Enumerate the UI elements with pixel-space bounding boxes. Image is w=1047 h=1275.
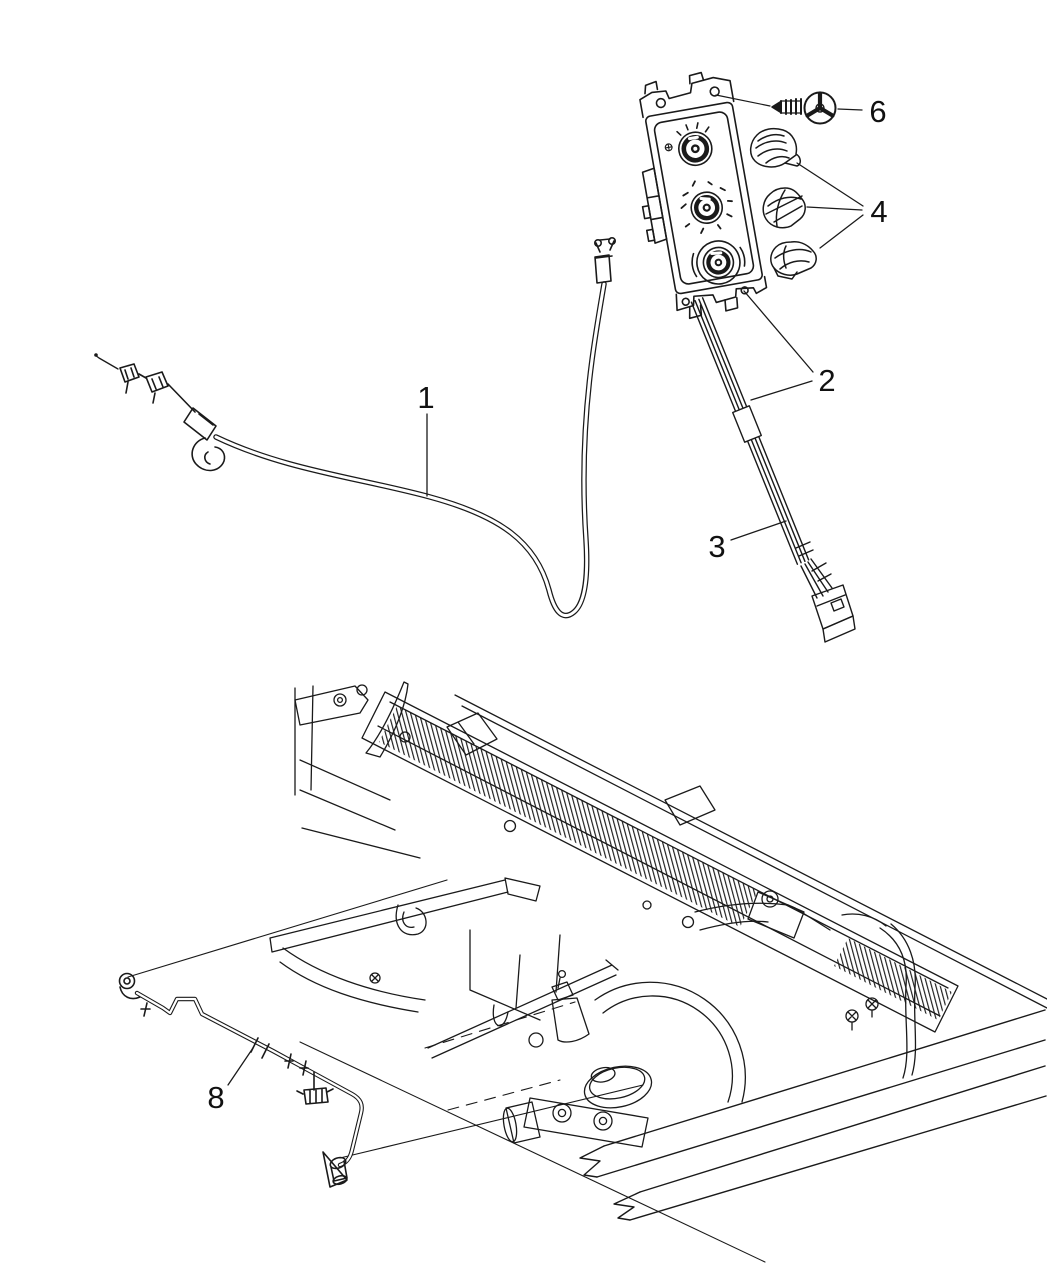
knob-cap-1 (749, 127, 801, 168)
hose-run-core (135, 991, 363, 1167)
bracket-feet (688, 297, 739, 320)
mounting-screw (771, 91, 837, 125)
control-cable-1 (94, 237, 616, 619)
knob-cap-2 (762, 187, 806, 229)
cowl-grille-outline (361, 691, 959, 1033)
callout-8-leader (227, 1047, 254, 1086)
hood-side-line (299, 1041, 766, 1263)
callout-6-leader (837, 108, 863, 111)
connector-base (822, 615, 856, 643)
hvac-control-head (639, 71, 768, 320)
screw-tip (771, 101, 781, 113)
washer-pump-funnel (551, 977, 590, 1043)
grille-gap-plate (747, 891, 805, 939)
hood-edge-line (127, 879, 448, 978)
callout-2-leader (743, 290, 814, 401)
grille-end-wedge (365, 681, 409, 758)
bracket-hole (655, 97, 667, 109)
left-structure (294, 685, 314, 796)
control-left-clips (641, 204, 656, 243)
fender-beam (269, 877, 541, 953)
cowl-top-bracket (694, 902, 789, 931)
hood-front-line (339, 1084, 644, 1159)
screw-to-panel-line (715, 94, 771, 107)
nozzle-bracket (322, 1151, 348, 1188)
wire-junction (795, 541, 814, 557)
control-cable-3 (690, 297, 856, 643)
control-panel-body (645, 101, 763, 295)
grille-hole (642, 900, 652, 910)
grille-hole (399, 731, 411, 743)
mode-icons (680, 180, 733, 234)
grille-hole (503, 819, 517, 833)
cable1-clip (119, 363, 140, 383)
control-faceplate (653, 111, 755, 285)
hook-bracket (395, 904, 427, 936)
callout-8-label: 8 (207, 1080, 224, 1115)
knob-top-symbol (664, 143, 673, 152)
hose-elbow (118, 972, 136, 990)
bracket-hole (740, 286, 749, 295)
cowl-grille-hatch (834, 938, 952, 1020)
cable1-hook (191, 437, 226, 472)
cowl-side-pillar (879, 923, 917, 1079)
windshield-glass-lines (579, 1009, 1047, 1221)
screw-threads (780, 98, 802, 115)
control-top-bracket (639, 76, 735, 119)
hood-phantom-line (424, 1001, 576, 1049)
mc-end-can (505, 1101, 541, 1144)
hose-run-outer (134, 990, 364, 1168)
knob-top-ticks (676, 122, 710, 136)
callouts: 1 2 3 4 6 8 (207, 94, 887, 1115)
cowl-grille-hatch (379, 706, 758, 927)
left-braces (299, 759, 421, 859)
dash-flange-arcs (594, 981, 746, 1103)
grille-hole (681, 915, 695, 929)
callout-2-label: 2 (818, 363, 835, 398)
left-bracket (294, 685, 369, 726)
cable1-tip (94, 354, 119, 370)
knob-bottom-arc (691, 246, 746, 278)
knob-caps (749, 127, 817, 280)
booster-dome (583, 1065, 653, 1109)
connector-slot (830, 598, 845, 612)
cowl-bolt (845, 997, 879, 1031)
callout-3-label: 3 (708, 529, 725, 564)
knob-cap-3 (770, 241, 817, 276)
callout-4-label: 4 (870, 194, 887, 229)
knob-bottom (691, 240, 746, 285)
cowl-assembly (269, 681, 1047, 1221)
grille-bracket (446, 712, 498, 756)
cable1-run-outer (213, 281, 607, 619)
bracket-ears (644, 71, 705, 95)
check-valve (296, 1087, 334, 1105)
cable1-run-core (214, 282, 606, 618)
cable1-end-fitting (594, 254, 613, 284)
control-bottom-bracket (675, 275, 768, 312)
washer-nozzle (322, 1151, 348, 1188)
callout-6-label: 6 (869, 94, 886, 129)
callout-3-leader (730, 520, 787, 541)
center-beam (427, 959, 619, 1059)
knob-middle (680, 180, 733, 234)
hood-phantom-line (447, 1079, 561, 1111)
windshield-trim-lines (454, 694, 1047, 1009)
master-cylinder (523, 1097, 649, 1148)
cable1-clip (145, 371, 169, 393)
washer-hose-assembly (118, 879, 766, 1263)
hose-clip (284, 1053, 309, 1076)
ribbon-sleeve (732, 405, 762, 443)
dash-panel-lines (469, 929, 561, 1021)
screw-head-drive (805, 91, 835, 118)
grille-bracket (664, 785, 716, 826)
cable1-sleeve (183, 407, 217, 441)
bracket-hole (681, 297, 690, 306)
callout-1-label: 1 (417, 380, 434, 415)
wire-fan (800, 558, 833, 599)
callout-4-leader (796, 162, 864, 249)
knob-top (664, 122, 713, 167)
wheel-arch (279, 947, 426, 1013)
bracket-hole (709, 86, 720, 97)
